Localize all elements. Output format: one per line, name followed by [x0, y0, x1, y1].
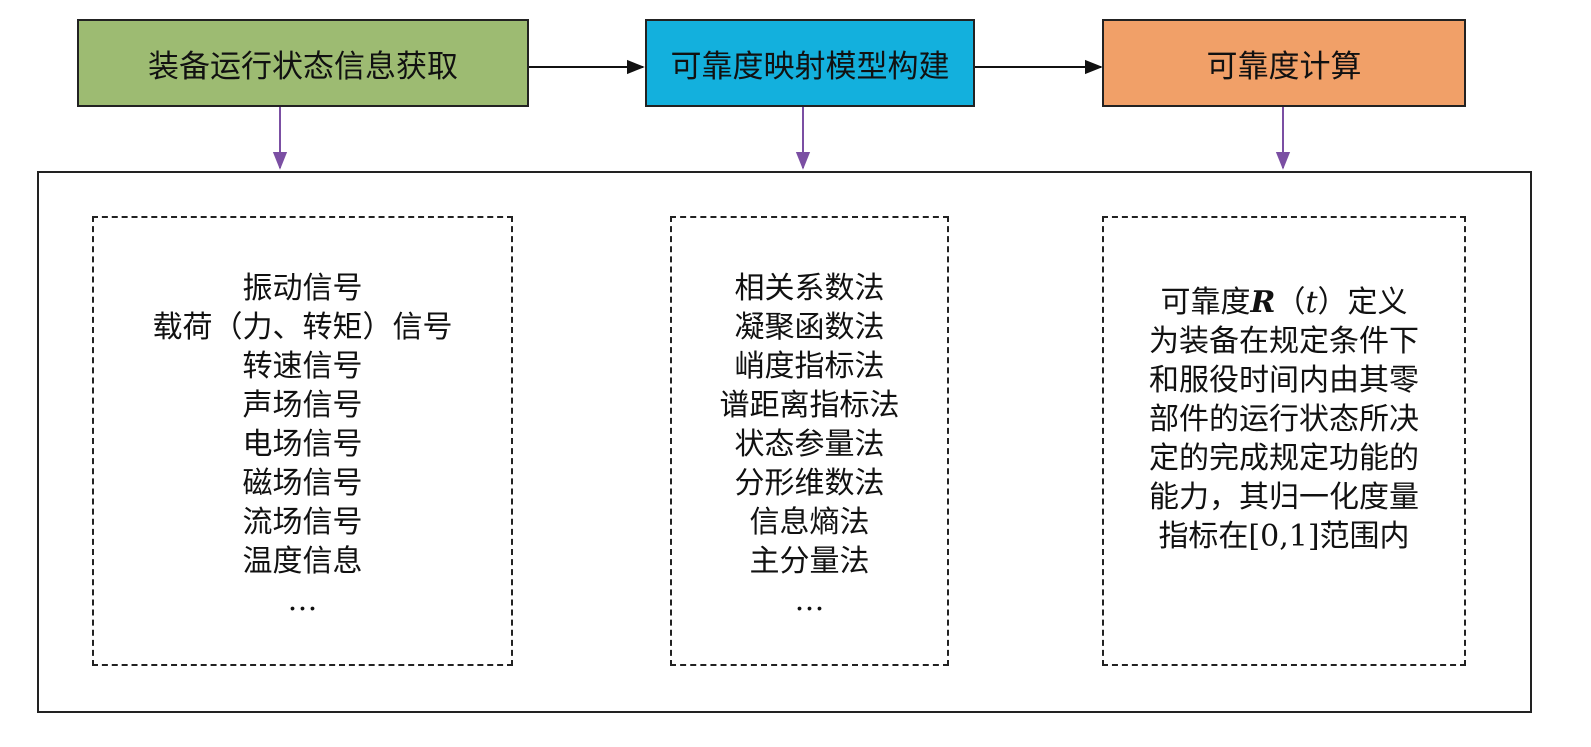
detail-container — [37, 171, 1532, 713]
definition-variable: t — [1305, 284, 1318, 320]
method-item: … — [794, 582, 825, 618]
method-item: 信息熵法 — [749, 504, 870, 540]
stage-label: 装备运行状态信息获取 — [148, 48, 458, 85]
signals-list: 振动信号载荷（力、转矩）信号转速信号声场信号电场信号磁场信号流场信号温度信息… — [153, 269, 453, 620]
definition-open-paren: （ — [1275, 284, 1306, 320]
method-item: 主分量法 — [749, 543, 870, 579]
method-item: 分形维数法 — [734, 465, 885, 501]
reliability-definition: 可靠度R（t）定义为装备在规定条件下和服役时间内由其零部件的运行状态所决定的完成… — [1147, 283, 1422, 556]
methods-list: 相关系数法凝聚函数法峭度指标法谱距离指标法状态参量法分形维数法信息熵法主分量法… — [720, 269, 900, 620]
definition-close-paren: ） — [1317, 284, 1348, 320]
signal-item: 电场信号 — [242, 426, 363, 462]
definition-body: 定义为装备在规定条件下和服役时间内由其零部件的运行状态所决定的完成规定功能的能力… — [1149, 284, 1419, 554]
method-item: 凝聚函数法 — [734, 309, 885, 345]
method-item: 状态参量法 — [734, 426, 885, 462]
signal-item: 声场信号 — [242, 387, 363, 423]
signal-item: … — [287, 582, 318, 618]
definition-box: 可靠度R（t）定义为装备在规定条件下和服役时间内由其零部件的运行状态所决定的完成… — [1102, 216, 1466, 666]
signal-item: 流场信号 — [242, 504, 363, 540]
signal-item: 温度信息 — [242, 543, 363, 579]
signals-box: 振动信号载荷（力、转矩）信号转速信号声场信号电场信号磁场信号流场信号温度信息… — [92, 216, 513, 666]
stage-box-mapping-model: 可靠度映射模型构建 — [645, 19, 975, 107]
stage-box-reliability-calc: 可靠度计算 — [1102, 19, 1466, 107]
stage-box-info-acquisition: 装备运行状态信息获取 — [77, 19, 529, 107]
methods-box: 相关系数法凝聚函数法峭度指标法谱距离指标法状态参量法分形维数法信息熵法主分量法… — [670, 216, 949, 666]
signal-item: 振动信号 — [242, 270, 363, 306]
signal-item: 转速信号 — [242, 348, 363, 384]
method-item: 峭度指标法 — [734, 348, 885, 384]
definition-symbol: R — [1250, 284, 1276, 320]
definition-prefix: 可靠度 — [1160, 284, 1251, 320]
method-item: 相关系数法 — [734, 270, 885, 306]
method-item: 谱距离指标法 — [719, 387, 900, 423]
stage-label: 可靠度计算 — [1206, 48, 1362, 85]
signal-item: 载荷（力、转矩）信号 — [152, 309, 453, 345]
stage-label: 可靠度映射模型构建 — [670, 48, 950, 85]
signal-item: 磁场信号 — [242, 465, 363, 501]
